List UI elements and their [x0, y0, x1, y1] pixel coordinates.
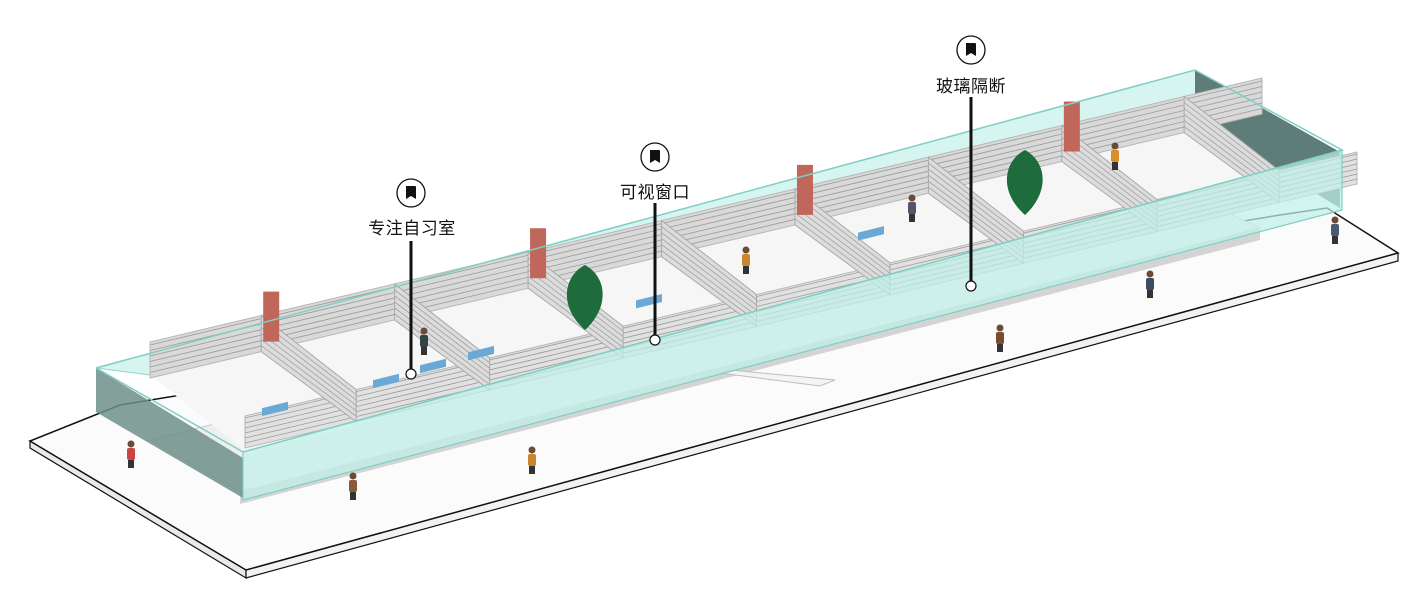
person-body [420, 335, 428, 347]
book-icon-glyph [650, 150, 660, 163]
partition-line [661, 250, 757, 322]
person-legs [743, 266, 749, 274]
partition-line [928, 168, 1024, 242]
partition-line [1061, 143, 1158, 216]
partition-line [661, 244, 757, 317]
plant [1006, 150, 1043, 215]
person-head [349, 472, 357, 480]
callout-label-study-room: 专注自习室 [368, 219, 456, 239]
person-legs [997, 344, 1003, 352]
ground-plinth [28, 207, 1400, 580]
partition-line [260, 339, 357, 412]
person-head [1111, 142, 1119, 150]
person-legs [128, 460, 134, 468]
person-body [996, 332, 1004, 344]
plant [566, 265, 603, 330]
book-icon-glyph [966, 43, 976, 56]
study-table [262, 401, 288, 417]
person-legs [529, 466, 535, 474]
study-table [858, 226, 884, 241]
person-head [127, 440, 135, 448]
study-table [373, 373, 399, 389]
partition-line [661, 232, 757, 306]
partition-line [1183, 102, 1280, 176]
person-legs [1332, 236, 1338, 244]
person-body [1146, 278, 1154, 290]
callout-anchor-dot [405, 368, 417, 380]
callout-label-glass-partition: 玻璃隔断 [936, 77, 1006, 97]
person-legs [1147, 290, 1153, 298]
person-head [420, 327, 428, 335]
brick-column [1063, 101, 1080, 152]
callout-anchor-dot [965, 280, 977, 292]
person-legs [909, 214, 915, 222]
partition-line [260, 345, 357, 417]
study-table [468, 345, 494, 361]
brick-column [530, 228, 547, 279]
person-body [908, 202, 916, 214]
person-body [1111, 150, 1119, 162]
glass-top-edge [95, 69, 1344, 453]
partition-line [661, 238, 757, 311]
brick-column [796, 164, 813, 215]
person-head [908, 194, 916, 202]
person-body [1331, 224, 1339, 236]
book-icon-glyph [406, 186, 416, 199]
person-legs [350, 492, 356, 500]
person-legs [1112, 162, 1118, 170]
callouts [396, 35, 986, 380]
partition-line [1183, 108, 1280, 182]
study-table [420, 358, 446, 374]
person-legs [421, 347, 427, 355]
glass-end-wall-left [96, 368, 243, 498]
partition-line [661, 226, 757, 300]
callout-anchor-dot [649, 334, 661, 346]
person-body [127, 448, 135, 460]
person-head [742, 246, 750, 254]
person-body [528, 454, 536, 466]
partition-line [260, 333, 357, 406]
partition-line [928, 174, 1024, 248]
people [127, 142, 1339, 500]
partition-line [794, 206, 891, 279]
person-head [1146, 270, 1154, 278]
person-head [1331, 216, 1339, 224]
partition-line [794, 212, 891, 285]
brick-column [263, 291, 280, 342]
person-body [742, 254, 750, 266]
callout-label-view-window: 可视窗口 [620, 183, 690, 203]
person-head [528, 446, 536, 454]
partition-line [928, 180, 1024, 253]
partition-line [928, 162, 1024, 237]
person-body [349, 480, 357, 492]
person-head [996, 324, 1004, 332]
partition-line [794, 218, 891, 290]
